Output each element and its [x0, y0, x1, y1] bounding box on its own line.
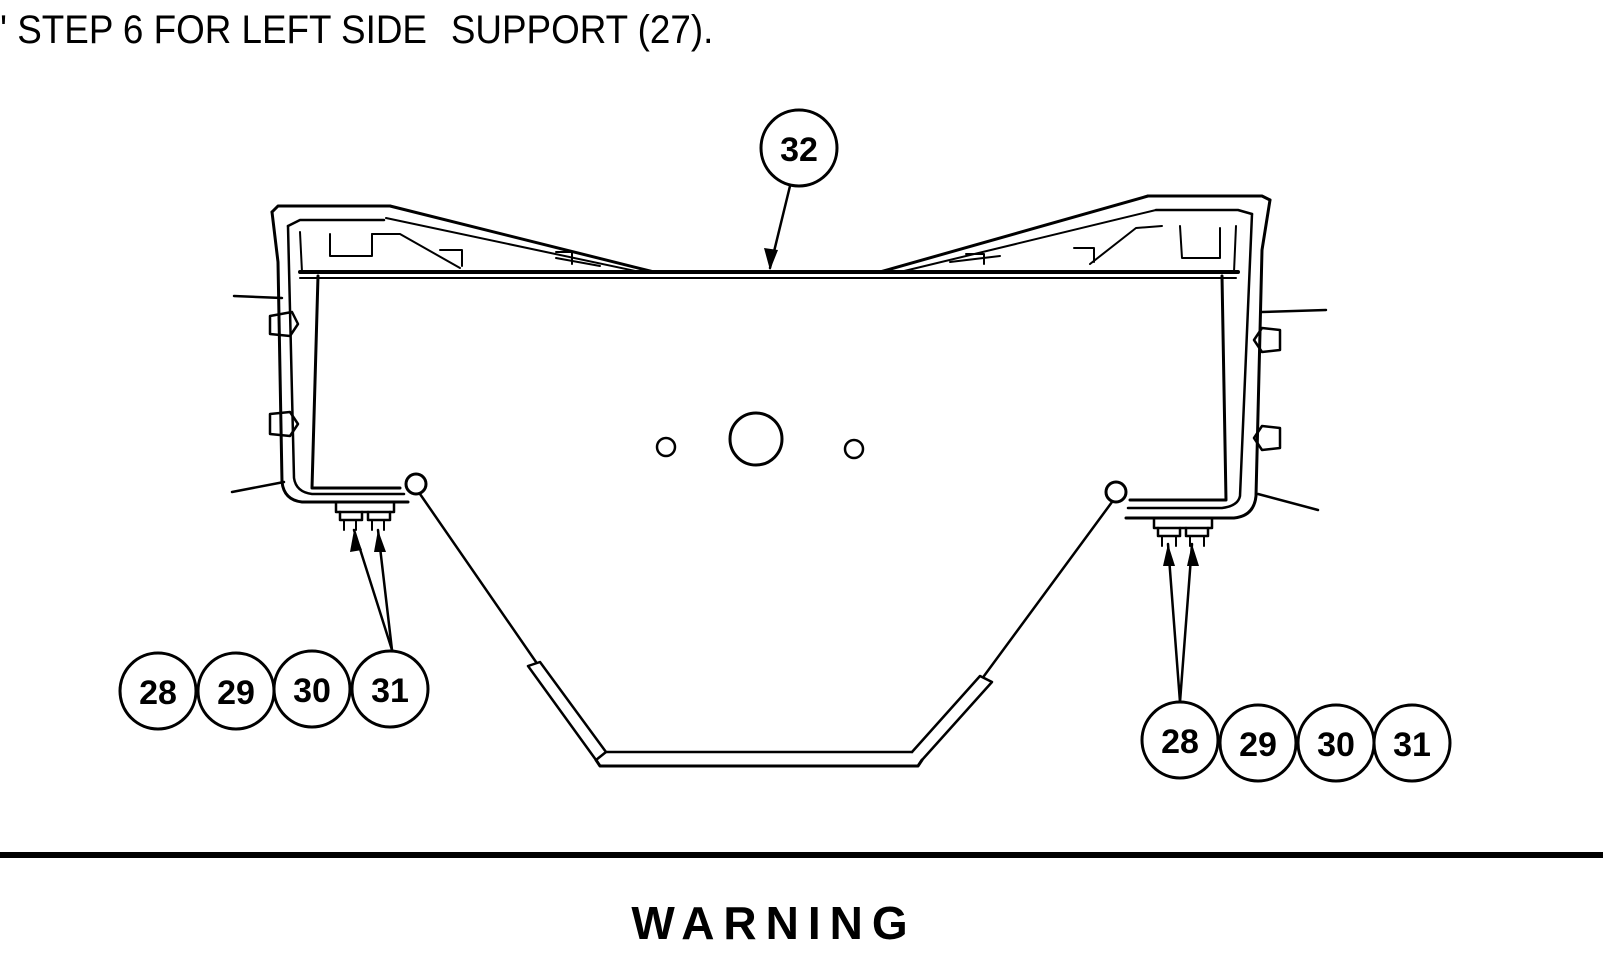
callout-label-32: 32: [780, 131, 818, 169]
callout-32: [759, 108, 839, 188]
left-callout-label: 31: [371, 672, 409, 710]
step-instruction-prefix: ' STEP 6 FOR LEFT SIDE: [0, 8, 427, 52]
step-instruction: ' STEP 6 FOR LEFT SIDE SUPPORT (27).: [0, 8, 713, 53]
section-divider: [0, 852, 1603, 858]
support-bracket-illustration: 32 28 29 30 31 28 29 30 31: [118, 108, 1452, 783]
left-callout-group: [118, 649, 430, 731]
left-callout-label: 29: [217, 674, 255, 712]
leader-lines: [352, 184, 1194, 704]
left-callout-label: 28: [139, 674, 177, 712]
right-callout-label: 31: [1393, 726, 1431, 764]
step-instruction-suffix: SUPPORT (27).: [450, 8, 714, 52]
right-callout-group: [1140, 700, 1452, 783]
panel-body: [230, 194, 1328, 547]
right-callout-label: 30: [1317, 726, 1355, 764]
bail-handle: [404, 472, 1128, 768]
arrowheads: [350, 248, 1199, 566]
left-callout-label: 30: [293, 672, 331, 710]
right-callout-label: 28: [1161, 723, 1199, 761]
right-callout-label: 29: [1239, 726, 1277, 764]
warning-heading: WARNING: [631, 897, 917, 949]
